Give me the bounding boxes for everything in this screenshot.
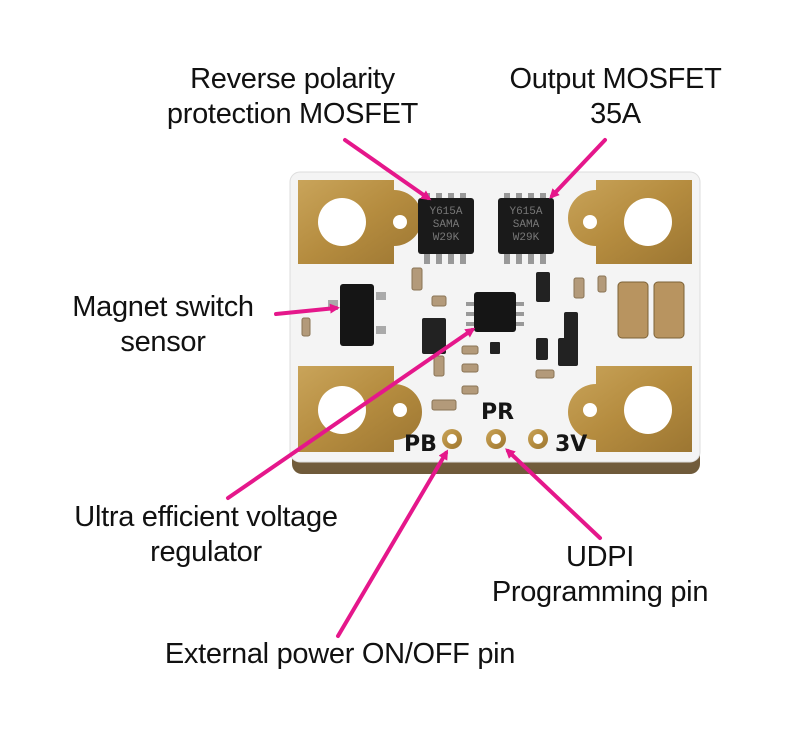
- tantalum-capacitors: [617, 281, 685, 339]
- mounting-pad-bottom-right: [568, 366, 692, 452]
- label-reverse-polarity: Reverse polarity protection MOSFET: [166, 63, 419, 130]
- label-magnet-switch: Magnet switch sensor: [72, 291, 254, 358]
- silkscreen-pb: PB: [404, 432, 437, 457]
- header-pin-pb: [442, 429, 462, 449]
- arrow-magnet-switch: [274, 303, 340, 316]
- svg-text:Y615A: Y615A: [509, 206, 542, 218]
- arrow-udpi: [505, 448, 602, 540]
- mounting-pad-top-right: [568, 180, 692, 264]
- label-voltage-regulator: Ultra efficient voltage regulator: [74, 501, 338, 568]
- header-pin-pr: [486, 429, 506, 449]
- silkscreen-pr: PR: [481, 400, 514, 425]
- svg-text:SAMA: SAMA: [433, 219, 460, 231]
- header-pin-3v: [528, 429, 548, 449]
- reverse-polarity-mosfet-chip: Y615A SAMA W29K: [418, 193, 474, 264]
- label-external-power: External power ON/OFF pin: [164, 638, 516, 670]
- svg-text:SAMA: SAMA: [513, 219, 540, 231]
- arrow-reverse-polarity: [343, 138, 432, 201]
- arrow-voltage-regulator: [226, 327, 476, 500]
- label-output-mosfet: Output MOSFET 35A: [509, 63, 722, 130]
- arrow-output-mosfet: [549, 138, 607, 199]
- passive-components: [301, 267, 607, 411]
- output-mosfet-chip: Y615A SAMA W29K: [498, 193, 554, 264]
- chip-marking: Y615A: [429, 206, 462, 218]
- mounting-pad-top-left: [298, 180, 422, 264]
- svg-text:W29K: W29K: [513, 232, 540, 244]
- smd-components: [422, 272, 578, 366]
- silkscreen-3v: 3V: [555, 432, 587, 457]
- svg-text:W29K: W29K: [433, 232, 460, 244]
- arrow-external-power: [336, 449, 449, 638]
- label-udpi: UDPI Programming pin: [491, 541, 709, 608]
- voltage-regulator-chip: [466, 292, 524, 332]
